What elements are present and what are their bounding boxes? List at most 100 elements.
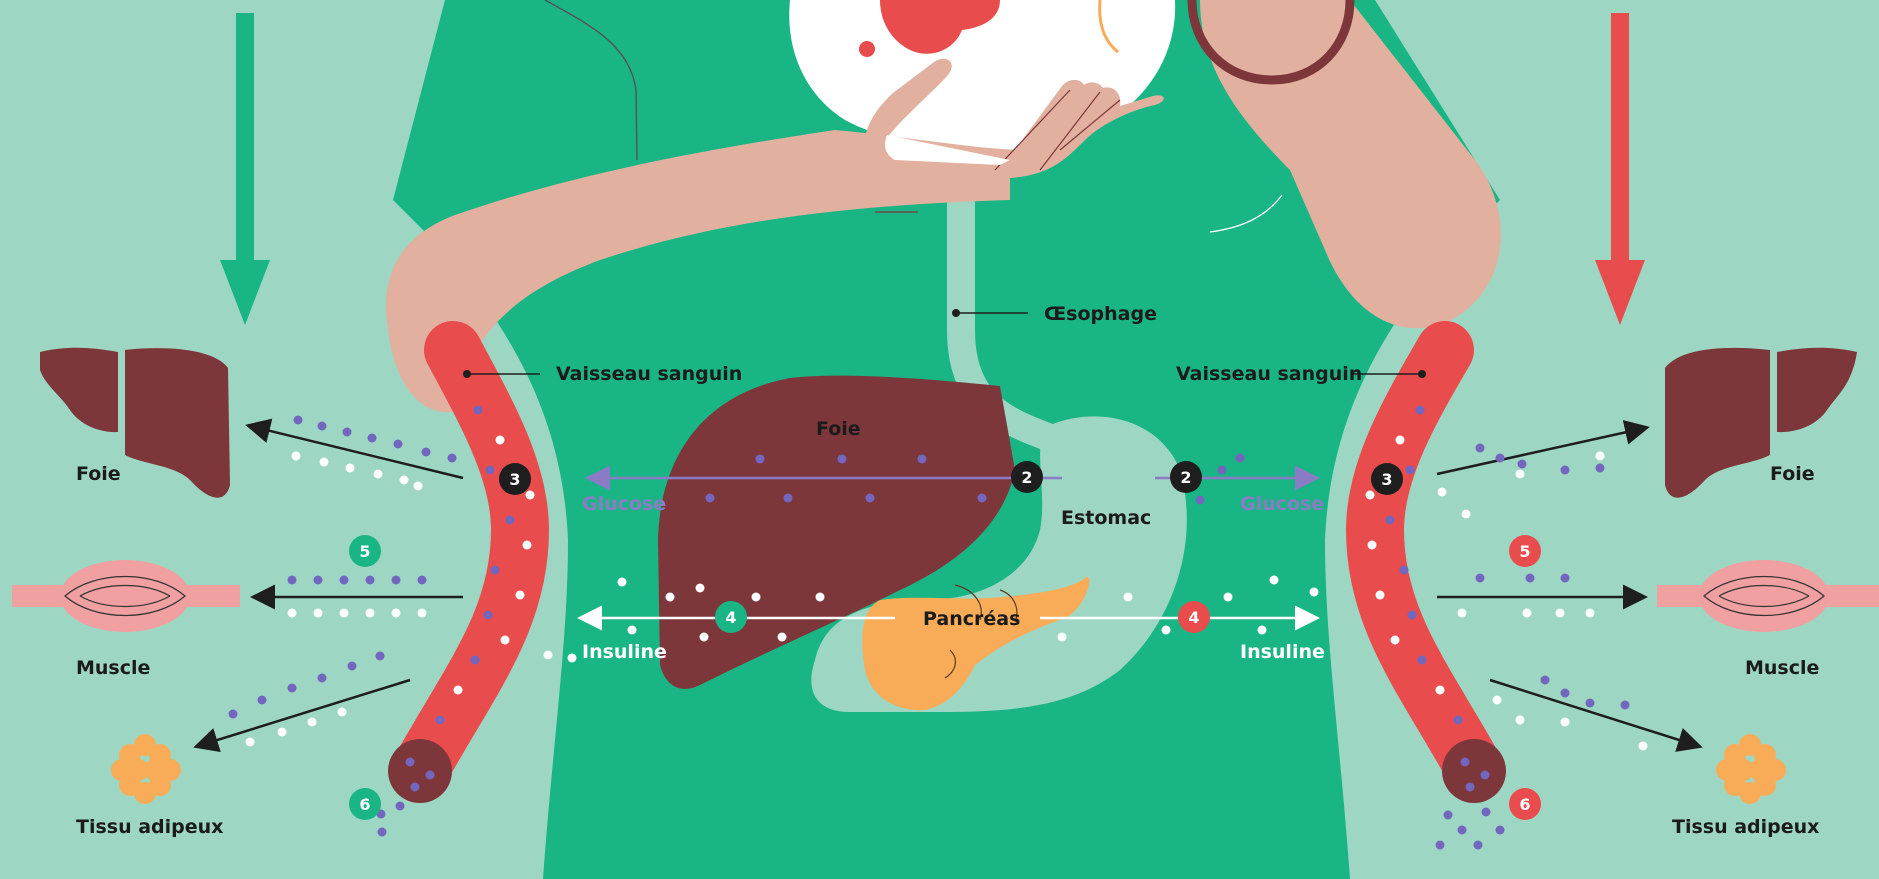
glucose-dot	[1526, 574, 1535, 583]
label-oesophage: Œsophage	[1044, 303, 1157, 325]
glucose-dot	[491, 566, 500, 575]
svg-text:3: 3	[509, 470, 520, 489]
label-foie-center: Foie	[816, 418, 861, 440]
glucose-dot	[838, 455, 847, 464]
glucose-dot	[1406, 466, 1415, 475]
right-adipose-tissue-icon	[1716, 734, 1786, 804]
glucose-dot	[418, 576, 427, 585]
insulin-dot	[418, 609, 427, 618]
badge-step2-left: 2	[1011, 461, 1043, 493]
pointer-left-vessel-dot	[463, 370, 471, 378]
label-pancreas: Pancréas	[923, 608, 1020, 630]
insulin-dot	[700, 633, 709, 642]
glucose-dot	[288, 684, 297, 693]
glucose-dot	[756, 455, 765, 464]
glucose-dot	[411, 783, 420, 792]
badge-step5-left: 5	[349, 535, 381, 567]
insulin-dot	[1376, 591, 1385, 600]
glucose-dot	[394, 440, 403, 449]
glucose-dot	[706, 494, 715, 503]
insulin-dot	[1493, 696, 1502, 705]
glucose-dot	[506, 516, 515, 525]
arrow-left-to-liver	[250, 426, 463, 478]
insulin-dot	[308, 718, 317, 727]
label-left-glucose: Glucose	[582, 493, 666, 515]
glucose-dot	[1444, 811, 1453, 820]
svg-text:3: 3	[1381, 470, 1392, 489]
label-right-glucose: Glucose	[1240, 493, 1324, 515]
left-vessel-end	[388, 739, 452, 803]
svg-text:2: 2	[1021, 468, 1032, 487]
insulin-dot	[778, 633, 787, 642]
svg-text:5: 5	[359, 542, 370, 561]
glucose-dot	[471, 656, 480, 665]
glucose-dot	[343, 428, 352, 437]
glucose-dot	[1518, 460, 1527, 469]
left-adipose-tissue-icon	[111, 734, 181, 804]
glucose-dot	[866, 494, 875, 503]
glucose-dot	[229, 710, 238, 719]
insulin-dot	[544, 651, 553, 660]
glucose-dot	[1561, 689, 1570, 698]
svg-text:4: 4	[1188, 608, 1199, 627]
label-left-adipeux: Tissu adipeux	[76, 816, 223, 838]
svg-text:2: 2	[1180, 468, 1191, 487]
insulin-dot	[338, 708, 347, 717]
glucose-dot	[1541, 676, 1550, 685]
glucose-dot	[1416, 406, 1425, 415]
glucose-dot	[1561, 466, 1570, 475]
glucose-dot	[1461, 758, 1470, 767]
arrow-right-to-fat	[1490, 680, 1698, 746]
left-muscle-icon	[12, 560, 240, 632]
right-vessel-end	[1442, 739, 1506, 803]
badge-step4-left: 4	[715, 601, 747, 633]
insulin-dot	[288, 609, 297, 618]
glucose-dot	[978, 494, 987, 503]
glucose-dot	[1408, 611, 1417, 620]
insulin-dot	[1523, 609, 1532, 618]
glucose-dot	[376, 652, 385, 661]
insulin-dot	[1124, 593, 1133, 602]
arrow-right-to-liver	[1437, 428, 1645, 474]
right-liver-icon	[1665, 348, 1857, 498]
left-down-arrow-shaft	[236, 13, 254, 263]
glucose-dot	[1481, 771, 1490, 780]
glucose-dot	[484, 611, 493, 620]
insulin-dot	[618, 578, 627, 587]
label-right-vessel: Vaisseau sanguin	[1176, 363, 1362, 385]
insulin-dot	[1270, 576, 1279, 585]
label-left-muscle: Muscle	[76, 657, 150, 679]
glucose-dot	[1454, 716, 1463, 725]
insulin-dot	[314, 609, 323, 618]
glucose-dot	[1586, 699, 1595, 708]
insulin-dot	[1516, 470, 1525, 479]
glucose-dot	[1476, 574, 1485, 583]
insulin-dot	[374, 470, 383, 479]
insulin-dot	[523, 541, 532, 550]
label-left-vessel: Vaisseau sanguin	[556, 363, 742, 385]
insulin-dot	[246, 738, 255, 747]
glucose-dot	[396, 802, 405, 811]
glucose-dot	[258, 696, 267, 705]
insulin-dot	[501, 636, 510, 645]
glucose-dot	[448, 454, 457, 463]
svg-text:6: 6	[1519, 795, 1530, 814]
svg-text:6: 6	[359, 795, 370, 814]
glucose-dot	[1496, 826, 1505, 835]
glucose-dot	[436, 716, 445, 725]
glucose-dot	[1418, 656, 1427, 665]
label-right-muscle: Muscle	[1745, 657, 1819, 679]
badge-step4-right: 4	[1178, 601, 1210, 633]
badge-step3-right: 3	[1371, 463, 1403, 495]
insulin-dot	[568, 654, 577, 663]
insulin-dot	[414, 482, 423, 491]
insulin-dot	[1556, 609, 1565, 618]
badge-step3-left: 3	[499, 463, 531, 495]
insulin-dot	[1458, 609, 1467, 618]
glucose-dot	[1236, 454, 1245, 463]
insulin-dot	[696, 584, 705, 593]
left-blood-vessel	[420, 350, 520, 770]
glucose-dot	[318, 422, 327, 431]
svg-text:4: 4	[725, 608, 736, 627]
